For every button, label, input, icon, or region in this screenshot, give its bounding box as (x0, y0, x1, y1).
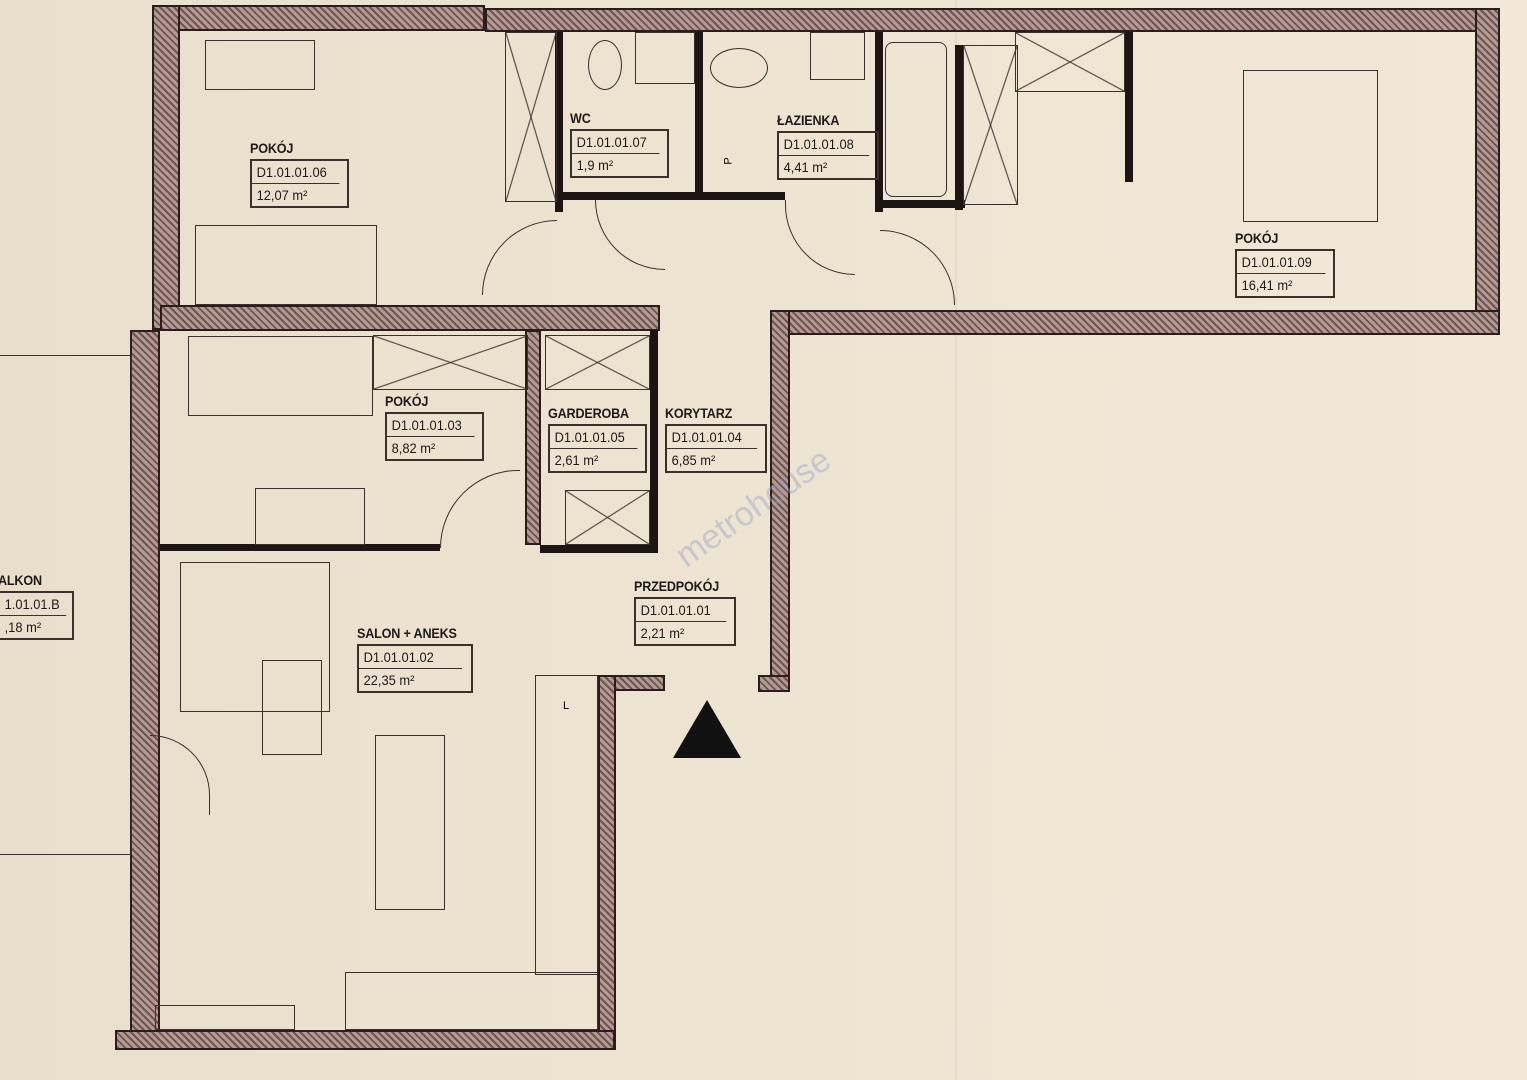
room-area: ,18 m² (4, 619, 42, 635)
room-label: POKÓJ D1.01.01.09 16,41 m² (1235, 230, 1335, 298)
partition (555, 192, 785, 200)
wardrobe (963, 45, 1018, 205)
wall (155, 5, 485, 31)
partition (1125, 32, 1133, 182)
wall (160, 305, 660, 331)
room-name: ŁAZIENKA (777, 112, 840, 128)
room-label: ALKON 1.01.01.B ,18 m² (0, 572, 74, 640)
kitchen-label: L (563, 700, 570, 712)
desk (255, 488, 365, 545)
room-area: 2,21 m² (640, 625, 685, 641)
paper-fold (955, 0, 957, 1080)
sink-icon (810, 32, 865, 80)
room-code: D1.01.01.02 (359, 646, 463, 669)
room-name: SALON + ANEKS (357, 625, 457, 641)
bathtub-icon (885, 42, 947, 197)
wardrobe (565, 490, 650, 545)
toilet-icon (588, 40, 622, 90)
dining-table (375, 735, 445, 910)
wall (152, 5, 180, 330)
wall (1475, 8, 1500, 335)
room-area: 16,41 m² (1241, 277, 1293, 293)
balcony-outline (0, 355, 132, 855)
room-code: D1.01.01.05 (550, 426, 638, 449)
toilet-icon (710, 48, 768, 88)
room-label: PRZEDPOKÓJ D1.01.01.01 2,21 m² (634, 578, 736, 646)
shaft-label: P (722, 157, 735, 165)
partition (650, 330, 658, 550)
wall (130, 330, 160, 1050)
kitchen-counter (535, 675, 598, 975)
wardrobe (373, 335, 528, 390)
room-name: POKÓJ (1235, 230, 1279, 246)
wall (115, 1030, 615, 1050)
entrance-arrow-icon (673, 700, 741, 758)
room-label: WC D1.01.01.07 1,9 m² (570, 110, 669, 178)
room-area: 1,9 m² (576, 157, 614, 173)
room-label: SALON + ANEKS D1.01.01.02 22,35 m² (357, 625, 473, 693)
partition (695, 32, 703, 192)
desk (205, 40, 315, 90)
sofa (180, 562, 330, 712)
room-label: KORYTARZ D1.01.01.04 6,85 m² (665, 405, 767, 473)
room-area: 22,35 m² (363, 672, 415, 688)
room-area: 12,07 m² (256, 187, 308, 203)
wall (775, 310, 1500, 335)
partition (555, 32, 563, 212)
room-name: GARDEROBA (548, 405, 629, 421)
room-label: POKÓJ D1.01.01.06 12,07 m² (250, 140, 349, 208)
shaft (635, 32, 695, 84)
room-area: 6,85 m² (671, 452, 716, 468)
kitchen-counter (345, 972, 598, 1030)
partition (875, 200, 965, 208)
room-name: PRZEDPOKÓJ (634, 578, 720, 594)
wall (598, 675, 616, 1050)
partition (160, 544, 440, 551)
double-bed (1243, 70, 1378, 222)
room-code: D1.01.01.06 (252, 161, 340, 184)
room-name: KORYTARZ (665, 405, 733, 421)
wardrobe (505, 32, 557, 202)
room-name: WC (570, 110, 591, 126)
partition (955, 45, 963, 210)
room-code: D1.01.01.08 (779, 133, 870, 156)
room-code: 1.01.01.B (0, 593, 67, 616)
wardrobe (1015, 32, 1125, 92)
tv-stand (155, 1005, 295, 1030)
room-label: ŁAZIENKA D1.01.01.08 4,41 m² (777, 112, 879, 180)
bed (195, 225, 377, 305)
room-code: D1.01.01.09 (1237, 251, 1326, 274)
wall (485, 8, 1500, 32)
room-code: D1.01.01.01 (636, 599, 727, 622)
partition (875, 32, 883, 212)
room-area: 8,82 m² (391, 440, 436, 456)
bed (188, 336, 373, 416)
room-name: POKÓJ (250, 140, 294, 156)
coffee-table (262, 660, 322, 755)
wall (758, 675, 790, 692)
room-label: GARDEROBA D1.01.01.05 2,61 m² (548, 405, 647, 473)
room-code: D1.01.01.04 (667, 426, 758, 449)
partition (540, 545, 658, 553)
room-code: D1.01.01.03 (387, 414, 475, 437)
room-area: 2,61 m² (554, 452, 599, 468)
room-label: POKÓJ D1.01.01.03 8,82 m² (385, 393, 484, 461)
room-code: D1.01.01.07 (572, 131, 660, 154)
wall (525, 330, 541, 545)
wardrobe (545, 335, 650, 390)
room-area: 4,41 m² (783, 159, 828, 175)
room-name: ALKON (0, 572, 42, 588)
room-name: POKÓJ (385, 393, 429, 409)
